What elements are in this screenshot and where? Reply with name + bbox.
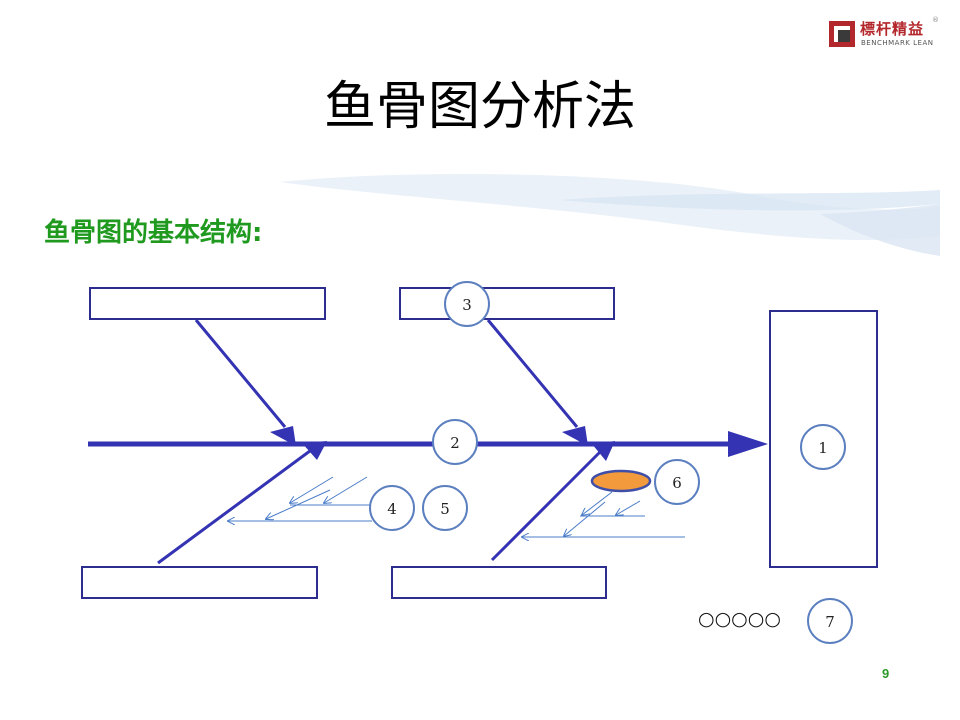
page-number: 9 [882, 666, 890, 681]
marker-3: 3 [444, 281, 490, 327]
marker-2-label: 2 [450, 434, 460, 452]
major-bone-bottom-right-arrowhead [592, 441, 615, 461]
major-bone-top-left-arrowhead [270, 426, 296, 446]
cause-box-bottom-right [391, 566, 607, 599]
marker-1: 1 [800, 424, 846, 470]
spine-arrowhead [728, 431, 768, 457]
marker-5: 5 [422, 485, 468, 531]
minor-bone-diagonal [324, 476, 368, 503]
marker-4: 4 [369, 485, 415, 531]
minor-bone-diagonal [290, 476, 334, 503]
brand-logo-cn: 標杆精益 [860, 20, 925, 38]
marker-7-label: 7 [825, 613, 835, 631]
major-bone-top-right-arrowhead [562, 426, 588, 446]
marker-2: 2 [432, 419, 478, 465]
slide-title: 鱼骨图分析法 [323, 77, 636, 137]
cause-box-bottom-left [81, 566, 318, 599]
slide-subtitle: 鱼骨图的基本结构: [44, 218, 263, 248]
brand-logo-en: BENCHMARK LEAN [861, 39, 934, 47]
minor-bone-diagonal [616, 500, 641, 515]
brand-logo: 標杆精益 BENCHMARK LEAN ® [828, 16, 939, 52]
major-bone-bottom-left-arrowhead [302, 441, 327, 460]
major-bone-top-right [486, 319, 579, 428]
major-bone-top-left [194, 319, 287, 428]
marker-3-label: 3 [462, 296, 472, 314]
brand-logo-registered: ® [932, 16, 939, 24]
highlight-ellipse [590, 469, 652, 493]
marker-7: 7 [807, 598, 853, 644]
cause-box-top-right [399, 287, 615, 320]
brand-logo-mark [829, 21, 855, 47]
major-bone-bottom-left [157, 443, 319, 565]
legend-placeholder-circles: ○○○○○ [698, 608, 781, 630]
marker-1-label: 1 [818, 439, 828, 457]
cause-box-top-left [89, 287, 326, 320]
minor-bone-diagonal [564, 501, 606, 536]
marker-5-label: 5 [440, 500, 450, 518]
marker-6: 6 [654, 459, 700, 505]
major-bone-bottom-right [490, 445, 607, 562]
minor-bone-diagonal [582, 491, 613, 515]
marker-6-label: 6 [672, 474, 682, 492]
marker-4-label: 4 [387, 500, 397, 518]
